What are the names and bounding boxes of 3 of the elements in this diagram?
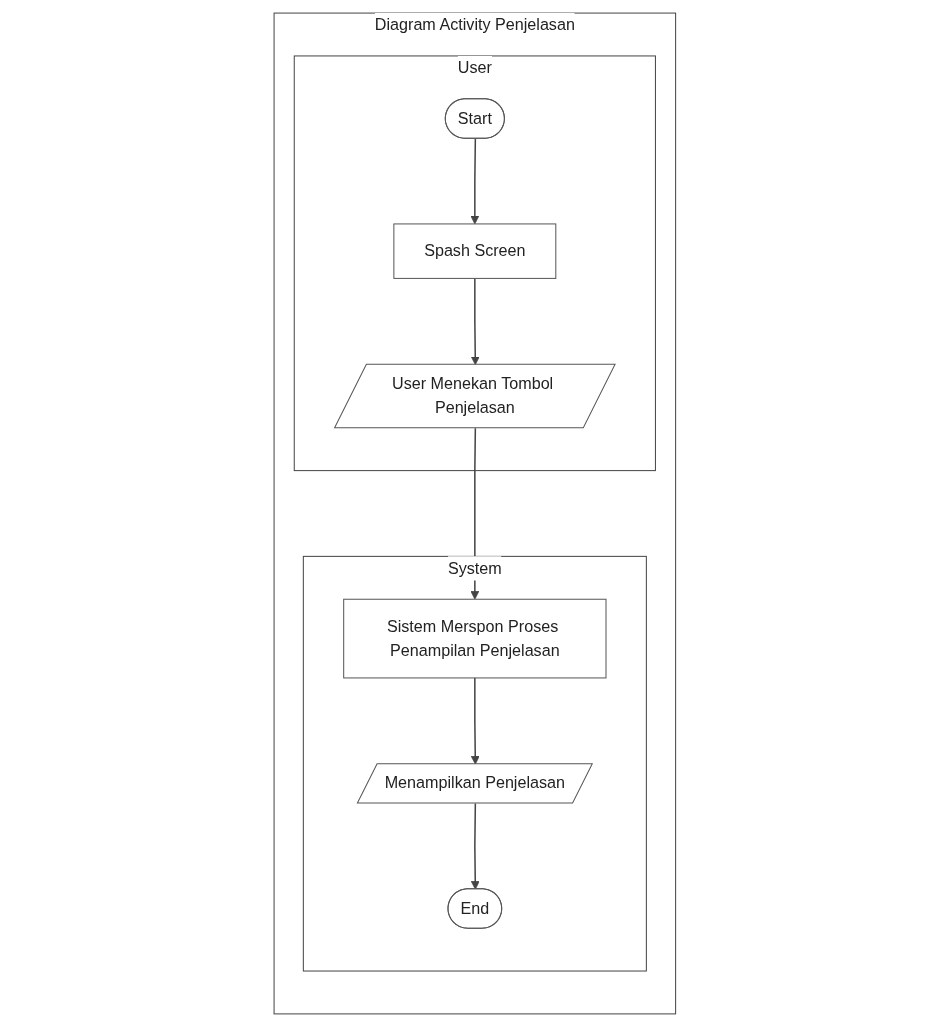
- node-box: Sistem Merspon Proses Penampilan Penjelasan: [343, 598, 607, 679]
- node-box: Spash Screen: [393, 223, 557, 279]
- arrow: [470, 137, 480, 225]
